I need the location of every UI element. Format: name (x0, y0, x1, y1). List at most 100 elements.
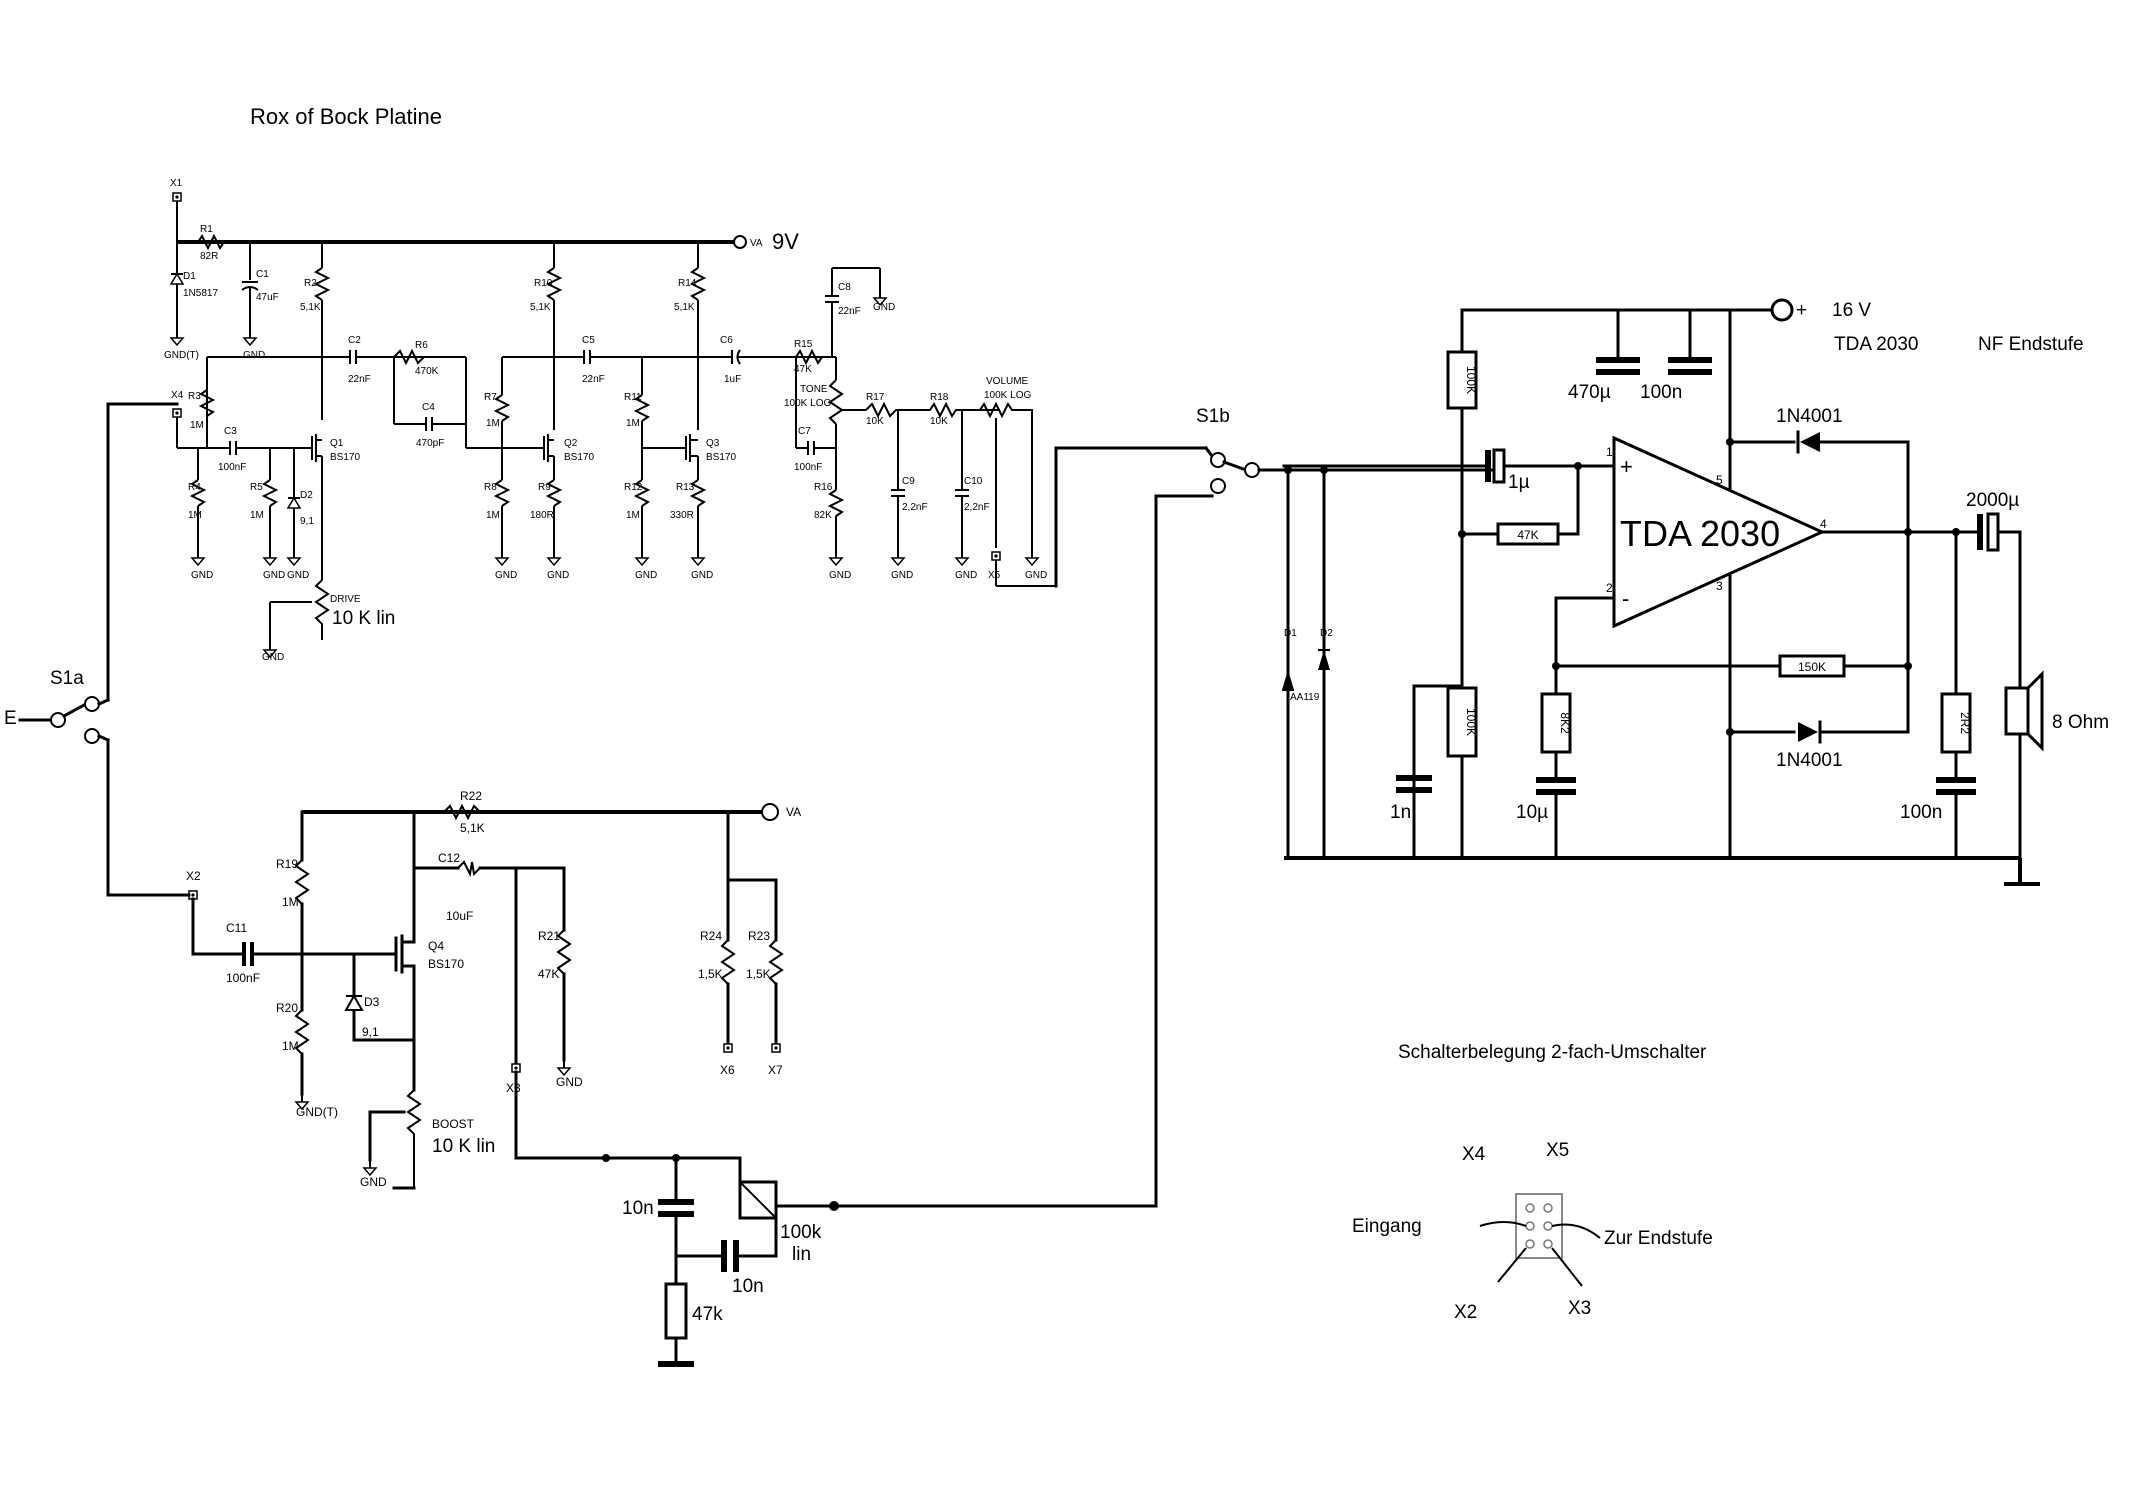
c5-label: C5 (582, 335, 595, 346)
r22-value: 5,1K (460, 821, 485, 835)
d3-label: D3 (364, 995, 380, 1009)
r1-value: 82R (200, 251, 218, 262)
c8-value: 22nF (838, 306, 861, 317)
s1a-label: S1a (50, 668, 84, 689)
r15-value: 47K (794, 364, 812, 375)
r21-value: 47K (538, 967, 559, 981)
c5-value: 22nF (582, 374, 605, 385)
c11-value: 100nF (226, 971, 260, 985)
tda-top-label: TDA 2030 (1834, 334, 1919, 355)
pin-4: 4 (1820, 517, 1827, 531)
r2-value: 5,1K (300, 302, 321, 313)
r19-value: 1M (282, 895, 299, 909)
gnd-label-vol: GND (1025, 570, 1047, 581)
legend-x3: X3 (1568, 1298, 1591, 1319)
gnd-t-label-1: GND(T) (164, 350, 199, 361)
c2-label: C2 (348, 335, 361, 346)
tda2030-chip (1612, 435, 1826, 629)
pin-2: 2 (1606, 581, 1613, 595)
amp-2r2: 2R2 (1958, 712, 1972, 734)
r13-label: R13 (676, 482, 695, 493)
r20-value: 1M (282, 1039, 299, 1053)
s1b-label: S1b (1196, 406, 1230, 427)
res-47k: 47k (692, 1304, 723, 1325)
r24-label: R24 (700, 929, 722, 943)
d2-value: 9,1 (300, 516, 314, 527)
c10-value: 2,2nF (964, 502, 990, 513)
r9-label: R9 (538, 482, 551, 493)
pin-1: 1 (1606, 445, 1613, 459)
q2-label: Q2 (564, 438, 578, 449)
r14-label: R14 (678, 278, 697, 289)
diagram-title: Rox of Bock Platine (250, 104, 442, 129)
c12-value: 10uF (446, 909, 473, 923)
r6-label: R6 (415, 340, 428, 351)
drive-label: DRIVE (330, 594, 361, 605)
gnd-label-drive: GND (262, 652, 284, 663)
q2-value: BS170 (564, 452, 594, 463)
gnd-label-d2: GND (287, 570, 309, 581)
gnd-label-boost: GND (360, 1175, 387, 1189)
x6-label: X6 (720, 1063, 735, 1077)
legend-x5: X5 (1546, 1140, 1569, 1161)
gnd-label-c10: GND (955, 570, 977, 581)
gnd-label-r8: GND (495, 570, 517, 581)
pot-100k-value: 100k (780, 1222, 822, 1243)
r23-label: R23 (748, 929, 770, 943)
r7-value: 1M (486, 418, 500, 429)
c3-label: C3 (224, 426, 237, 437)
pin-3: 3 (1716, 579, 1723, 593)
r23-value: 1,5K (746, 967, 771, 981)
gnd-label-r13: GND (691, 570, 713, 581)
r5-value: 1M (250, 510, 264, 521)
pin-minus: - (1622, 586, 1629, 611)
r22-label: R22 (460, 789, 482, 803)
q4-label: Q4 (428, 939, 444, 953)
output-filter: 10n 10n 100k lin 47k (514, 1070, 1158, 1367)
gnd-t-label-2: GND(T) (296, 1105, 338, 1119)
power-amp: D1 D2 AA119 + 16 V TDA 2030 NF Endstufe … (1257, 298, 2109, 886)
c8-label: C8 (838, 282, 851, 293)
d1-value: 1N5817 (183, 288, 218, 299)
legend-zur-endstufe: Zur Endstufe (1604, 1228, 1713, 1249)
c11-label: C11 (226, 921, 247, 935)
cap-10n-b: 10n (732, 1276, 764, 1297)
legend-x2: X2 (1454, 1302, 1477, 1323)
volume-value: 100K LOG (984, 390, 1031, 401)
c12-label: C12 (438, 851, 460, 865)
rox-board: VA 9V X1 R1 82R D1 1N5817 GND(T) C1 47uF… (164, 178, 1056, 663)
boost-board: VA R22 5,1K R19 1M X2 C11 100nF R20 1M G… (186, 789, 801, 1190)
r4-label: R4 (188, 482, 201, 493)
r8-value: 1M (486, 510, 500, 521)
sixteen-v-label: 16 V (1832, 300, 1871, 321)
r12-label: R12 (624, 482, 643, 493)
x1-label: X1 (170, 178, 183, 189)
amp-100k-bot: 100K (1464, 708, 1478, 736)
tone-value: 100K LOG (784, 398, 831, 409)
q4-value: BS170 (428, 957, 464, 971)
r10-label: R10 (534, 278, 553, 289)
plus-sign-16v: + (1796, 300, 1807, 321)
c2-value: 22nF (348, 374, 371, 385)
gnd-label-r12: GND (635, 570, 657, 581)
legend-eingang: Eingang (1352, 1216, 1422, 1237)
switch-s1: S1a E S1b (4, 402, 1260, 1208)
r1-label: R1 (200, 224, 213, 235)
d3-value: 9,1 (362, 1025, 379, 1039)
boost-label: BOOST (432, 1117, 475, 1131)
gnd-label-r21: GND (556, 1075, 583, 1089)
c6-label: C6 (720, 335, 733, 346)
r4-value: 1M (188, 510, 202, 521)
pot-lin-label: lin (792, 1244, 811, 1265)
c4-label: C4 (422, 402, 435, 413)
amp-10u: 10µ (1516, 802, 1548, 823)
amp-100n-top: 100n (1640, 382, 1682, 403)
r3-value: 1M (190, 420, 204, 431)
volume-label: VOLUME (986, 376, 1029, 387)
boost-value: 10 K lin (432, 1136, 495, 1157)
c10-label: C10 (964, 476, 983, 487)
q1-value: BS170 (330, 452, 360, 463)
r12-value: 1M (626, 510, 640, 521)
c3-value: 100nF (218, 462, 246, 473)
amp-150k: 150K (1798, 660, 1826, 674)
